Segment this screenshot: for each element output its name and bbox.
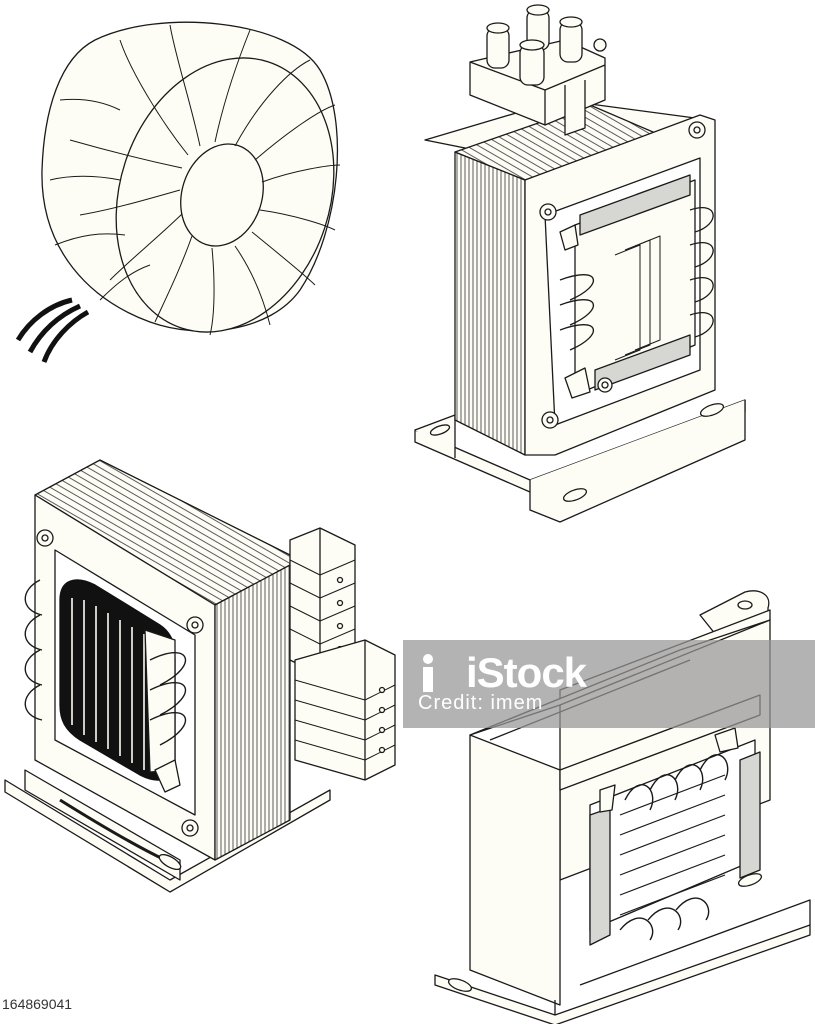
- istock-logo-icon: [423, 654, 433, 692]
- stock-image-id: 164869041: [2, 996, 73, 1012]
- watermark-brand: iStock: [466, 649, 587, 696]
- watermark-band: [403, 640, 815, 728]
- open-frame-transformer: [4, 459, 396, 893]
- upright-transformer: [414, 4, 746, 523]
- toroidal-transformer: [15, 21, 341, 363]
- watermark-logo: iStock: [418, 649, 587, 696]
- watermark-credit: Credit: imem: [418, 692, 544, 714]
